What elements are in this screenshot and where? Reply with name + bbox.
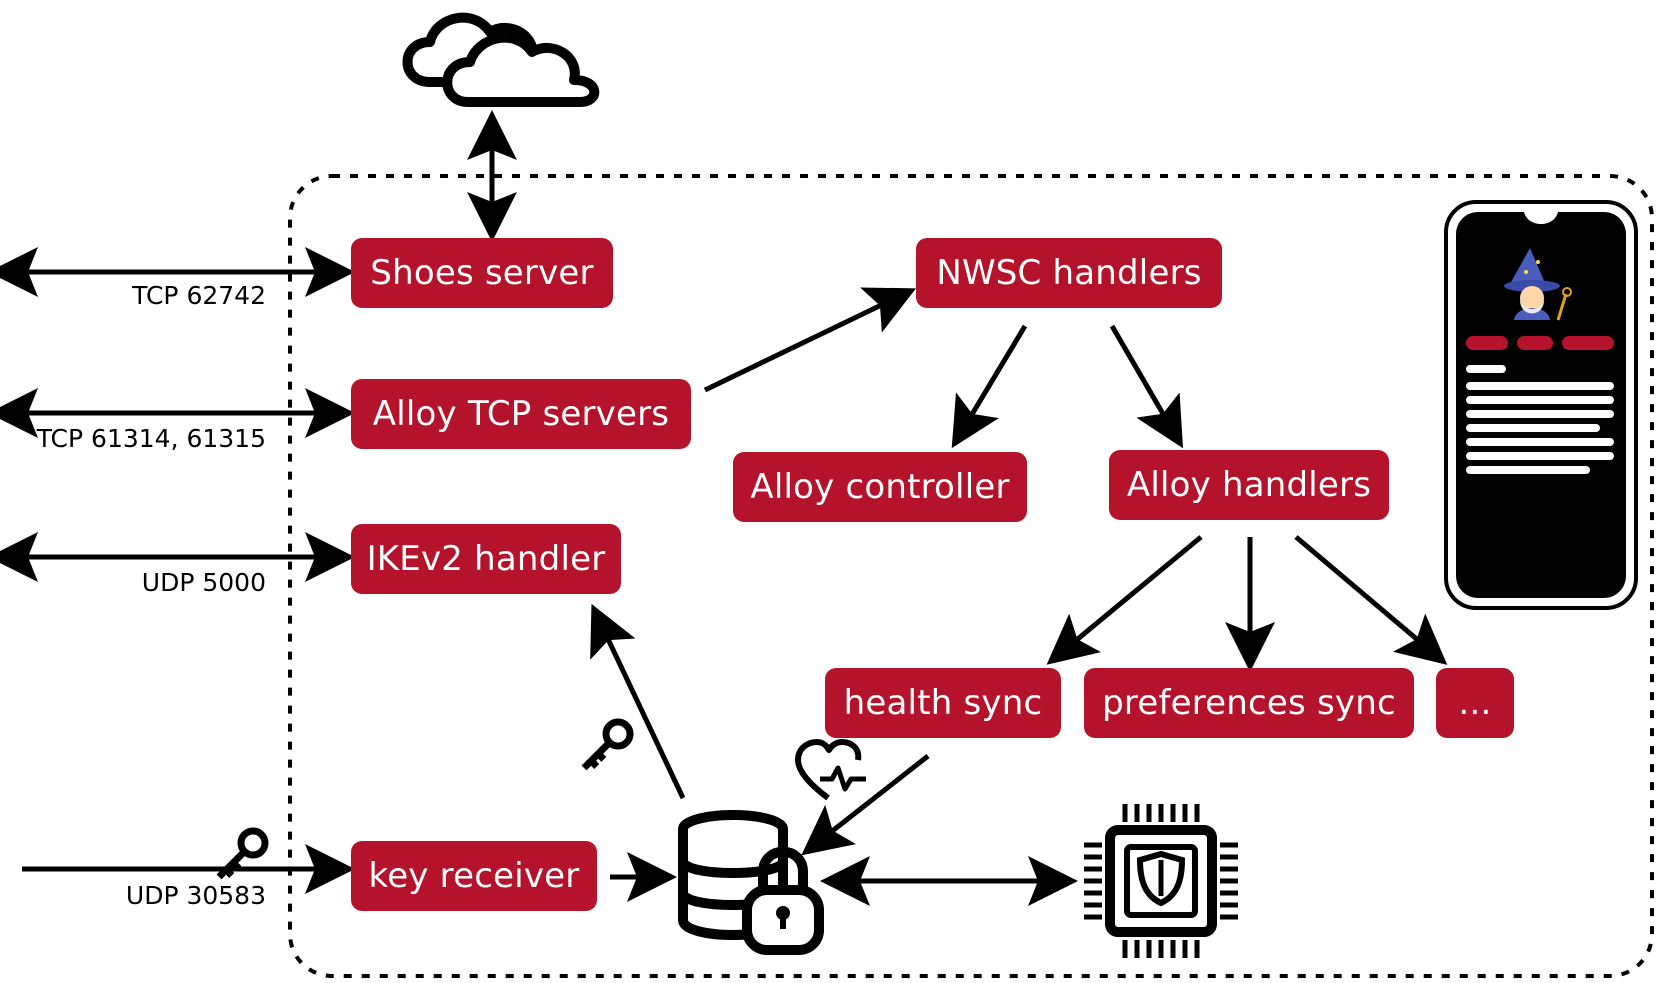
nwsc-to-controller-arrow	[951, 324, 1028, 449]
key-receiver-box: key receiver	[351, 841, 597, 911]
ikev2-handler-box: IKEv2 handler	[351, 524, 621, 594]
udp-30583-label: UDP 30583	[125, 881, 266, 910]
alloy-to-nwsc-arrow	[703, 287, 917, 393]
health-sync-box: health sync	[825, 668, 1061, 738]
shoes-server-box: Shoes server	[351, 238, 613, 308]
tcp-61314-61315-label: TCP 61314, 61315	[36, 424, 266, 453]
alloy-controller-box: Alloy controller	[733, 452, 1027, 522]
handlers-to-more-arrow	[1294, 535, 1448, 665]
key-icon	[216, 827, 269, 880]
heart-pulse-icon	[795, 739, 866, 801]
nwsc-handlers-box: NWSC handlers	[916, 238, 1222, 308]
tcp-62742-label: TCP 62742	[132, 281, 266, 310]
phone-icon	[1444, 200, 1638, 610]
udp-5000-label: UDP 5000	[141, 568, 266, 597]
nwsc-to-handlers-arrow	[1109, 324, 1184, 449]
health-to-db-arrow	[801, 754, 930, 856]
more-handlers-box: ...	[1436, 668, 1514, 738]
key-icon	[581, 718, 634, 771]
lock-keyhole-slot	[780, 913, 786, 929]
cloud-icon	[402, 12, 600, 107]
secure-chip-icon	[1084, 804, 1238, 958]
database-lock-icon	[678, 810, 824, 955]
alloy-handlers-box: Alloy handlers	[1109, 450, 1389, 520]
alloy-tcp-servers-box: Alloy TCP servers	[351, 379, 691, 449]
handlers-to-health-arrow	[1046, 535, 1203, 665]
preferences-sync-box: preferences sync	[1084, 668, 1414, 738]
wizard-emoji-icon	[1504, 248, 1572, 321]
db-to-ikev2-arrow	[590, 603, 686, 800]
